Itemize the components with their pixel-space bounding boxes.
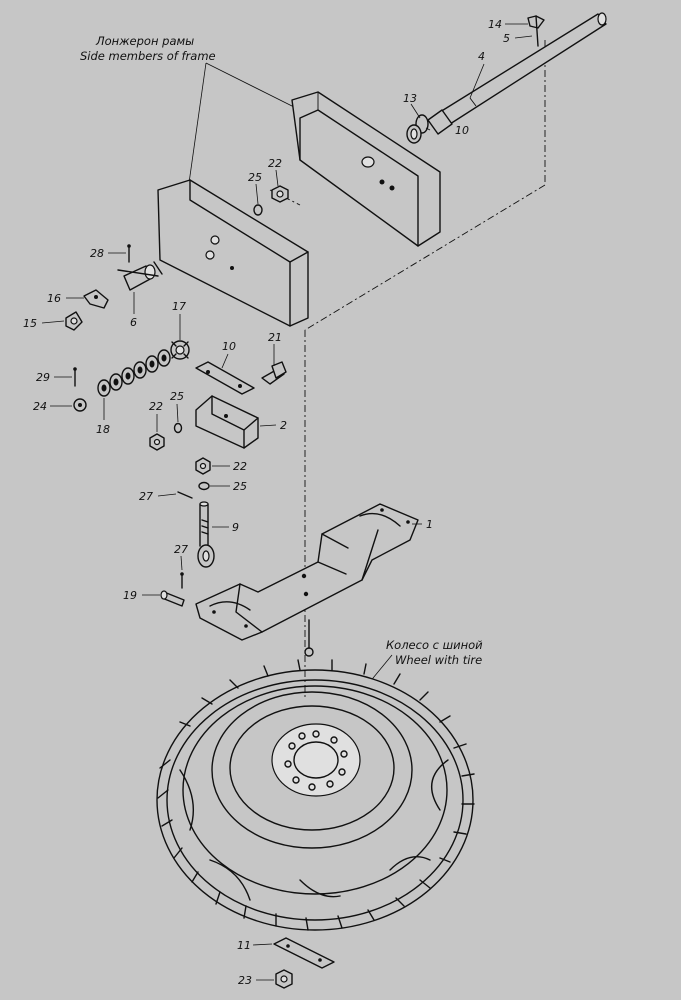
callout-21: 21 (268, 331, 282, 344)
callout-13: 13 (403, 92, 417, 105)
callout-23: 23 (238, 974, 252, 987)
callout-18: 18 (96, 423, 110, 436)
frame-caption-leader (187, 62, 207, 191)
nut-part-22-lower (195, 457, 211, 475)
callout-9: 9 (232, 521, 239, 534)
bushing-part-6 (117, 261, 163, 291)
callout-10: 10 (222, 340, 236, 353)
callout-4: 4 (478, 50, 485, 63)
carrier-part-1 (195, 503, 419, 641)
bracket-part-16 (83, 289, 109, 309)
bracket-part-2 (195, 395, 259, 449)
callout-6: 6 (130, 316, 137, 329)
lock-clip-part-14 (527, 15, 545, 47)
nut-part-22-mid (149, 433, 165, 451)
frame-caption-ru: Лонжерон рамы (95, 34, 194, 48)
washer-part-25-upper (253, 204, 263, 216)
pin-part-27-upper (177, 491, 193, 499)
castle-nut-part-17 (170, 340, 190, 360)
ring-parts-13-10 (406, 114, 429, 144)
callout-1: 1 (426, 518, 433, 531)
callout-25: 25 (248, 171, 262, 184)
callout-5: 5 (503, 32, 510, 45)
callout-28: 28 (90, 247, 104, 260)
callout-2: 2 (280, 419, 287, 432)
castle-nut-part-24 (73, 398, 87, 412)
callout-19: 19 (123, 589, 137, 602)
callout-27: 27 (174, 543, 188, 556)
eye-nut-part-15 (65, 311, 83, 331)
callout-leaders (41, 23, 533, 981)
nut-part-22-upper (271, 185, 289, 203)
wheel-with-tire (156, 619, 475, 931)
callout-11: 11 (237, 939, 251, 952)
callout-labels: 14 5 4 13 10 22 25 28 16 15 6 17 10 21 2… (23, 18, 510, 987)
callout-10: 10 (455, 124, 469, 137)
callout-14: 14 (488, 18, 502, 31)
callout-22: 22 (268, 157, 282, 170)
pin-part-28 (127, 244, 131, 263)
callout-25: 25 (170, 390, 184, 403)
wheel-bolt-holes (284, 730, 348, 791)
washer-part-25-mid (173, 422, 183, 434)
plate-part-11 (273, 937, 335, 969)
axle-pin-part-19 (160, 590, 185, 607)
washer-part-25-lower (198, 481, 210, 491)
frame-side-member-front (157, 179, 309, 327)
wheel-caption-ru: Колесо с шиной (386, 638, 483, 652)
frame-side-member-rear (291, 91, 441, 247)
washer-stack-part-18 (97, 349, 171, 397)
wheel-caption-en: Wheel with tire (395, 653, 482, 667)
frame-caption-en: Side members of frame (80, 49, 216, 63)
callout-24: 24 (33, 400, 47, 413)
pin-part-27-lower (180, 572, 184, 589)
tire-tread (157, 659, 475, 931)
shaft-part-4 (427, 12, 607, 135)
callout-22: 22 (149, 400, 163, 413)
plate-part-10-lower (195, 361, 255, 395)
callout-25: 25 (233, 480, 247, 493)
nut-part-23 (275, 969, 293, 989)
bolt-part-21 (261, 361, 287, 385)
eye-bolt-part-9 (197, 501, 215, 568)
callout-29: 29 (36, 371, 50, 384)
frame-caption-leader (205, 62, 301, 111)
callout-15: 15 (23, 317, 37, 330)
pin-part-29 (73, 367, 77, 387)
callout-27: 27 (139, 490, 153, 503)
callout-16: 16 (47, 292, 61, 305)
callout-22: 22 (233, 460, 247, 473)
callout-17: 17 (172, 300, 186, 313)
